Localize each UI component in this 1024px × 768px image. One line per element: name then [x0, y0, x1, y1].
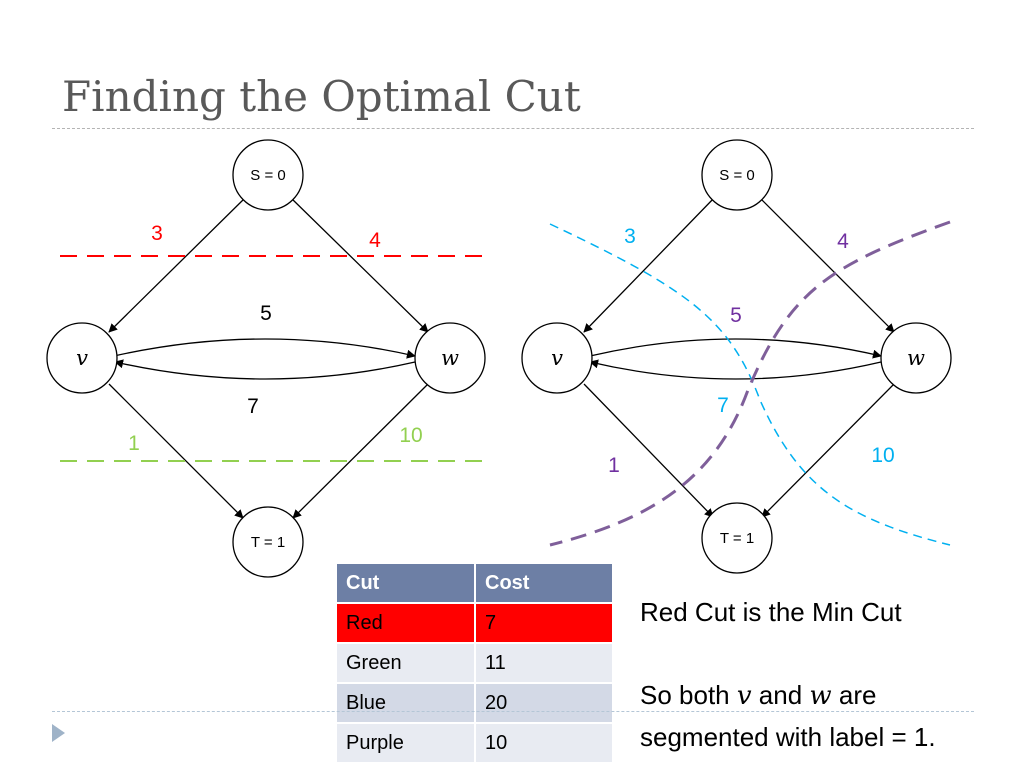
right-blue-cut [549, 223, 951, 546]
left-edge-w-v [114, 359, 416, 380]
right-edge-s-w [758, 196, 895, 333]
left-edge-v-t [108, 383, 244, 519]
left-edge-w-t [292, 383, 429, 519]
conclusion-var-w: w [809, 681, 832, 711]
left-graph: S = 0 v w T = 1 3 4 5 7 1 10 [46, 139, 490, 578]
right-edge-v-w [589, 338, 882, 359]
right-edge-s-v [583, 196, 716, 333]
right-node-v-label: v [551, 346, 563, 370]
table-row: Red 7 [335, 602, 614, 644]
left-node-w [414, 322, 486, 394]
left-label-s-w: 4 [369, 229, 381, 252]
table-header-cut: Cut [335, 562, 476, 604]
table-cell-cost: 11 [474, 642, 614, 684]
left-edge-s-w [289, 196, 429, 333]
table-cell-cut: Blue [335, 682, 476, 724]
table-cell-cost: 10 [474, 722, 614, 764]
right-node-t [701, 502, 773, 574]
left-label-v-w: 5 [260, 302, 272, 325]
left-label-w-v: 7 [247, 395, 259, 418]
right-label-w-v: 7 [717, 394, 729, 417]
left-label-v-t: 1 [128, 432, 140, 455]
left-edge-s-v [108, 196, 247, 333]
right-edge-w-t [761, 383, 895, 518]
right-graph: S = 0 v w T = 1 3 4 5 7 1 10 [521, 139, 952, 574]
conclusion-line-1: Red Cut is the Min Cut [640, 597, 902, 627]
conclusion-line-2: So both v and w are [640, 680, 876, 711]
right-node-s-label: S = 0 [719, 167, 754, 184]
left-node-v [46, 322, 118, 394]
right-node-v [521, 322, 593, 394]
table-header-row: Cut Cost [335, 562, 614, 604]
table-cell-cost: 20 [474, 682, 614, 724]
left-node-s-label: S = 0 [250, 167, 285, 184]
conclusion-line-2-mid: and [751, 680, 810, 710]
left-node-t [232, 506, 304, 578]
table-row: Green 11 [335, 642, 614, 684]
cut-cost-table: Cut Cost Red 7 Green 11 Blue 20 Purple 1… [335, 562, 614, 764]
right-node-w-label: w [907, 346, 925, 370]
left-node-s [232, 139, 304, 211]
right-purple-cut [549, 220, 951, 547]
right-edge-v-t [583, 383, 714, 518]
slide-title: Finding the Optimal Cut [62, 72, 581, 121]
footer-divider [52, 711, 974, 712]
play-icon [52, 724, 65, 742]
left-node-t-label: T = 1 [251, 534, 285, 551]
table-cell-cut: Purple [335, 722, 476, 764]
right-node-w [880, 322, 952, 394]
conclusion-line-3: segmented with label = 1. [640, 722, 936, 752]
left-label-w-t: 10 [399, 424, 422, 447]
right-node-s [701, 139, 773, 211]
title-divider [52, 128, 974, 129]
conclusion-line-2-suffix: are [831, 680, 877, 710]
table-row: Blue 20 [335, 682, 614, 724]
right-label-w-t: 10 [871, 444, 894, 467]
right-label-v-t: 1 [608, 454, 620, 477]
left-node-w-label: w [441, 346, 459, 370]
right-edge-w-v [589, 359, 882, 380]
right-node-t-label: T = 1 [720, 530, 754, 547]
conclusion-var-v: v [736, 681, 752, 711]
table-cell-cut: Red [335, 602, 476, 644]
right-label-v-w: 5 [730, 304, 742, 327]
table-cell-cut: Green [335, 642, 476, 684]
table-cell-cost: 7 [474, 602, 614, 644]
left-label-s-v: 3 [151, 222, 163, 245]
left-node-v-label: v [76, 346, 88, 370]
right-label-s-v: 3 [624, 225, 636, 248]
left-edge-v-w [113, 338, 416, 359]
table-row: Purple 10 [335, 722, 614, 764]
right-label-s-w: 4 [837, 230, 849, 253]
conclusion-line-2-prefix: So both [640, 680, 737, 710]
table-header-cost: Cost [474, 562, 614, 604]
